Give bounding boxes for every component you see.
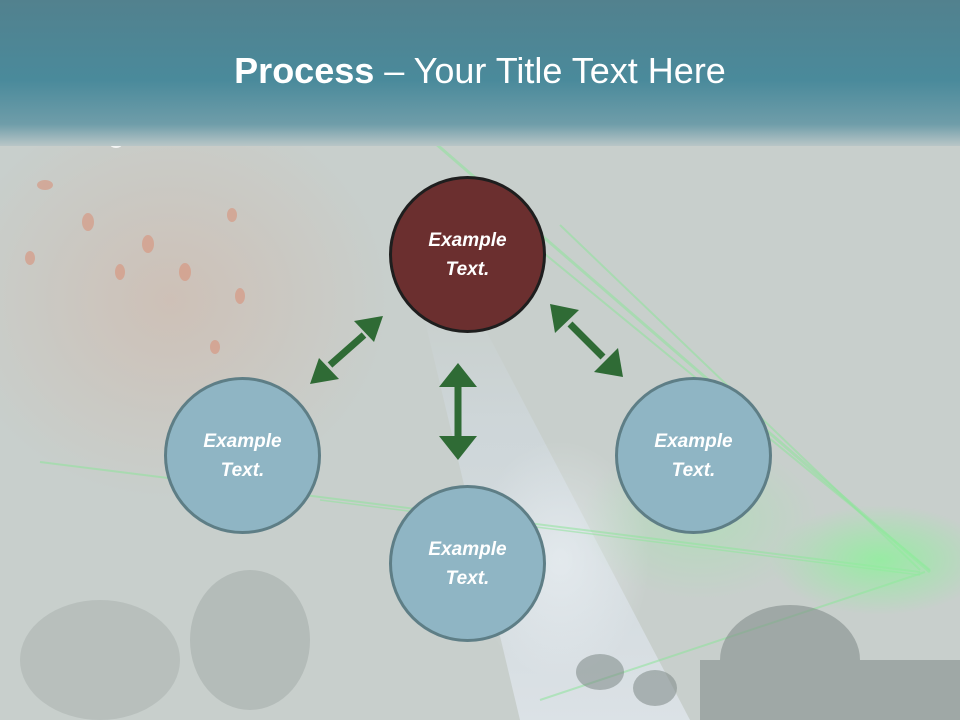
node-right-line2: Text. (671, 459, 716, 481)
node-bottom-line2: Text. (445, 567, 490, 589)
node-left-line2: Text. (220, 459, 265, 481)
arrow-center-right (550, 304, 623, 377)
title-bold: Process (234, 50, 375, 91)
node-center-line1: Example (428, 229, 507, 251)
slide-title: Process – Your Title Text Here (0, 50, 960, 92)
node-bottom-line1: Example (428, 538, 507, 560)
arrow-center-left (310, 316, 383, 384)
node-center-line2: Text. (445, 258, 490, 280)
node-left-line1: Example (203, 430, 282, 452)
node-right-line1: Example (654, 430, 733, 452)
title-band (0, 0, 960, 146)
title-rest: – Your Title Text Here (374, 50, 726, 91)
arrow-center-bottom (439, 363, 477, 460)
